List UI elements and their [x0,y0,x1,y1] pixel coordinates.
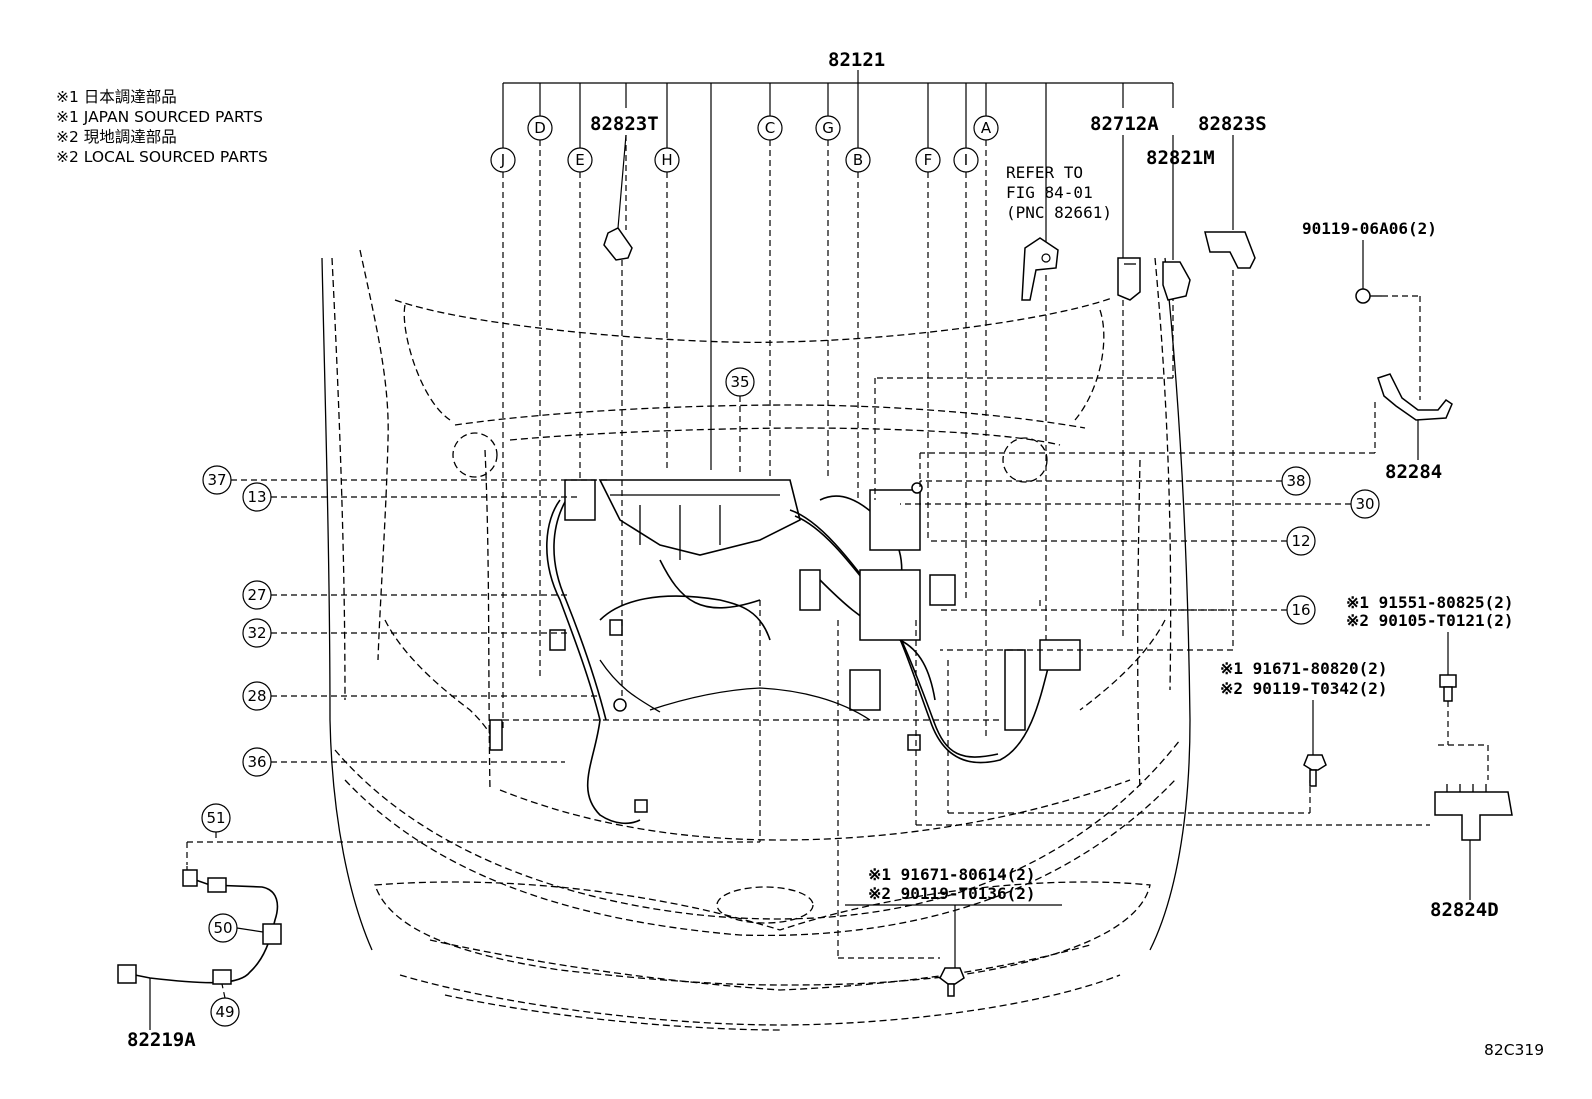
svg-text:36: 36 [247,753,266,771]
bolt-91671-80820 [1303,700,1327,787]
svg-text:C: C [765,119,775,137]
part-label-82284: 82284 [1385,461,1442,483]
svg-text:E: E [575,151,584,169]
part-label-82219a: 82219A [127,1029,196,1051]
bracket-82661 [1021,237,1059,301]
callout-b: B [845,147,871,173]
svg-text:50: 50 [213,919,232,937]
svg-text:37: 37 [207,471,226,489]
svg-text:27: 27 [247,586,266,604]
bolt-91551-80825 [1438,632,1489,780]
svg-text:38: 38 [1286,472,1305,490]
svg-text:30: 30 [1355,495,1374,513]
bolt-label-91671-80614: ※1 91671-80614(2) [868,865,1036,884]
bolt-91671-80614 [845,904,1062,997]
note-local-en: ※2 LOCAL SOURCED PARTS [56,148,268,166]
bracket-82284 [1377,373,1453,460]
svg-text:16: 16 [1291,601,1310,619]
svg-text:D: D [534,119,546,137]
clamp-82823s [1204,231,1256,269]
clamp-82821m [1162,261,1191,301]
svg-text:I: I [964,151,968,169]
callout-38: 38 [1281,466,1311,496]
note-local-jp: ※2 現地調達部品 [56,128,177,146]
callout-30: 30 [1350,489,1380,519]
svg-text:32: 32 [247,624,266,642]
callout-32: 32 [242,618,272,648]
bolt-label-91671-80820: ※1 91671-80820(2) [1220,659,1388,678]
callout-13: 13 [242,482,272,512]
part-label-82823t: 82823T [590,113,659,135]
callout-36: 36 [242,747,272,777]
note-japan-jp: ※1 日本調達部品 [56,88,177,106]
svg-text:J: J [500,151,505,169]
part-label-82823s: 82823S [1198,113,1267,135]
part-label-82121: 82121 [828,49,885,71]
refer-line-1: REFER TO [1006,163,1083,182]
svg-text:12: 12 [1291,532,1310,550]
callout-12: 12 [1286,526,1316,556]
svg-text:49: 49 [215,1003,234,1021]
letter-callouts: J D E H C G B F I A [490,115,999,173]
callout-27: 27 [242,580,272,610]
callout-c: C [757,115,783,141]
callout-16: 16 [1286,595,1316,625]
bolt-label-90119-t0136: ※2 90119-T0136(2) [868,884,1036,903]
clip-82823t [603,134,633,261]
note-japan-en: ※1 JAPAN SOURCED PARTS [56,108,263,126]
sensor-82824d [1434,784,1513,900]
callout-49: 49 [210,997,240,1027]
callout-i: I [953,147,979,173]
callout-d: D [527,115,553,141]
refer-line-3: (PNC 82661) [1006,203,1112,222]
engine-room-harness [489,479,1081,825]
svg-text:35: 35 [730,373,749,391]
svg-text:13: 13 [247,488,266,506]
svg-text:G: G [822,119,834,137]
svg-text:28: 28 [247,687,266,705]
callout-j: J [490,147,516,173]
callout-leaders [231,402,1376,763]
callout-e: E [567,147,593,173]
callout-h: H [654,147,680,173]
number-callouts: 35 37 13 27 32 28 36 38 30 12 16 51 50 4… [201,367,1380,1027]
clamp-82712a [1117,257,1141,301]
bolt-label-90105-t0121: ※2 90105-T0121(2) [1346,611,1514,630]
bolt-label-91551-80825: ※1 91551-80825(2) [1346,593,1514,612]
bolt-label-90119-06a06: 90119-06A06(2) [1302,219,1437,238]
svg-text:A: A [981,119,992,137]
svg-text:H: H [661,151,672,169]
sourcing-notes: ※1 日本調達部品 ※1 JAPAN SOURCED PARTS ※2 現地調達… [56,88,268,166]
callout-51: 51 [201,803,231,833]
callout-35: 35 [725,367,755,397]
part-label-82824d: 82824D [1430,899,1499,921]
bolt-90119-06a06 [1355,240,1421,400]
vehicle-body-outline [321,249,1191,1031]
callout-g: G [815,115,841,141]
figure-code: 82C319 [1484,1041,1544,1059]
callout-28: 28 [242,681,272,711]
svg-text:B: B [853,151,863,169]
callout-f: F [915,147,941,173]
callout-37: 37 [202,465,232,495]
main-harness-bracket [186,70,1430,959]
part-labels: 82121 82823T 82712A 82823S 82821M 82284 … [127,49,1544,1059]
bolt-label-90119-t0342: ※2 90119-T0342(2) [1220,679,1388,698]
svg-text:F: F [924,151,933,169]
part-label-82712a: 82712A [1090,113,1159,135]
callout-a: A [973,115,999,141]
harness-82219a [117,866,282,1030]
callout-50: 50 [208,913,238,943]
part-label-82821m: 82821M [1146,147,1215,169]
svg-text:51: 51 [206,809,225,827]
refer-line-2: FIG 84-01 [1006,183,1093,202]
